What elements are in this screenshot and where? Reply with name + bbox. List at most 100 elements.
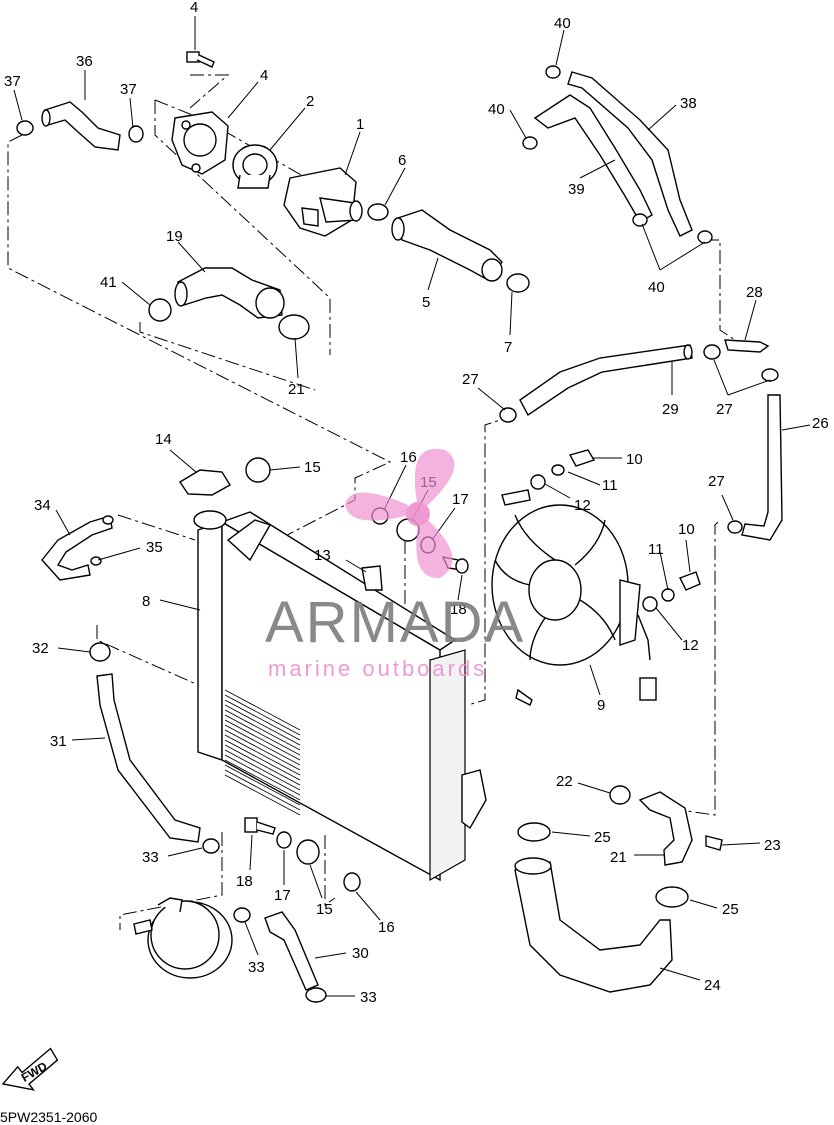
- callout-24: 24: [704, 977, 721, 994]
- callout-12-right: 12: [682, 637, 699, 654]
- washer-17-low: [276, 831, 292, 849]
- clamp-37-right: [128, 125, 144, 143]
- callout-17-low: 17: [274, 887, 291, 904]
- callout-18-low: 18: [236, 873, 253, 890]
- callout-19: 19: [166, 228, 183, 245]
- radiator-fin-line: [224, 724, 301, 766]
- callout-9: 9: [597, 697, 605, 714]
- callout-6: 6: [398, 152, 406, 169]
- callout-37-right: 37: [120, 81, 137, 98]
- callout-32: 32: [32, 640, 49, 657]
- callout-25-low: 25: [722, 901, 739, 918]
- watermark: ARMADA marine outboards: [265, 448, 525, 681]
- callout-40-mid: 40: [488, 101, 505, 118]
- hose-36: [41, 101, 121, 151]
- radiator-fin-line: [224, 709, 301, 751]
- clamp-27-low: [727, 520, 743, 534]
- callout-34: 34: [34, 497, 51, 514]
- pipe-38: [567, 71, 693, 237]
- thermostat-housing: [283, 167, 363, 237]
- radiator-fin-line: [224, 694, 301, 736]
- nut-11-top: [551, 464, 565, 476]
- clamp-33-b: [233, 907, 251, 923]
- clamp-41: [148, 298, 172, 322]
- clamp-40-right: [632, 213, 648, 227]
- clamp-33-a: [202, 838, 220, 854]
- pipe-39: [533, 94, 653, 223]
- callout-22: 22: [556, 773, 573, 790]
- fwd-arrow: FWD: [1, 1047, 59, 1091]
- clamp-27-left: [499, 407, 517, 423]
- radiator-fin-line: [224, 754, 301, 796]
- fitting-28: [724, 339, 779, 382]
- callout-35: 35: [146, 539, 163, 556]
- nut-12-top: [530, 474, 546, 490]
- clamp-20: [278, 314, 310, 340]
- radiator-fin-line: [224, 729, 301, 771]
- hose-5: [391, 209, 503, 282]
- callout-14: 14: [155, 431, 172, 448]
- callout-40-top: 40: [554, 15, 571, 32]
- radiator-fin-line: [224, 719, 301, 761]
- hose-24: [514, 857, 673, 993]
- radiator-fin-line: [224, 714, 301, 756]
- callout-numbers: 4 4 2 1 6 5 7 19 41 21 36 37 37 40 40 38…: [4, 0, 829, 1006]
- callout-36: 36: [76, 53, 93, 70]
- radiator-fin-line: [224, 734, 301, 776]
- clamp-40-mid: [522, 136, 538, 150]
- callout-29: 29: [662, 401, 679, 418]
- clamp-27-mid: [703, 344, 721, 360]
- watermark-title: ARMADA: [265, 590, 525, 655]
- radiator-fin-line: [224, 764, 301, 806]
- radiator: [193, 510, 487, 882]
- radiator-fin-line: [224, 749, 301, 791]
- callout-7: 7: [504, 339, 512, 356]
- callout-13: 13: [314, 547, 331, 564]
- bolt-18-low: [244, 817, 276, 835]
- radiator-fin-line: [224, 689, 301, 731]
- radiator-fin-line: [224, 774, 301, 816]
- clamp-7: [506, 273, 530, 293]
- callout-4: 4: [190, 0, 198, 16]
- callout-20: 21: [288, 381, 305, 398]
- radiator-fin-line: [224, 699, 301, 741]
- callout-39: 39: [568, 181, 585, 198]
- callout-31: 31: [50, 733, 67, 750]
- radiator-fin-line: [224, 759, 301, 801]
- cooling-fan: [491, 489, 657, 706]
- callout-12-top: 12: [574, 497, 591, 514]
- callout-25-top: 25: [594, 829, 611, 846]
- clip-35: [90, 515, 114, 566]
- callout-40-low: 40: [648, 279, 665, 296]
- clamp-25-top: [517, 822, 551, 842]
- callout-2: 2: [306, 93, 314, 110]
- callout-16-top: 16: [400, 449, 417, 466]
- thermostat: [232, 144, 278, 189]
- bolt-10-top: [568, 449, 596, 467]
- callout-33-a: 33: [142, 849, 159, 866]
- clamp-37-left: [16, 120, 34, 136]
- callout-30: 30: [352, 945, 369, 962]
- callout-37-left: 37: [4, 73, 21, 90]
- callout-33-c: 33: [360, 989, 377, 1006]
- radiator-fin-line: [224, 704, 301, 746]
- leader-lines: [13, 16, 811, 997]
- callout-8: 8: [142, 593, 150, 610]
- radiator-core-fins: [224, 689, 301, 816]
- hose-19: [174, 267, 285, 319]
- bracket-13: [361, 565, 383, 591]
- radiator-cap: [179, 469, 231, 496]
- nut-11-right: [661, 588, 675, 602]
- collar-16-low: [343, 872, 361, 892]
- callout-27-left: 27: [462, 371, 479, 388]
- callout-18-top: 18: [450, 601, 467, 618]
- hose-34: [41, 515, 113, 581]
- radiator-fin-line: [224, 769, 301, 811]
- callout-27-low: 27: [708, 473, 725, 490]
- callout-28: 28: [746, 284, 763, 301]
- drawing-code: 5PW2351-2060: [0, 1109, 98, 1125]
- thermostat-cover: [171, 111, 229, 175]
- radiator-fin-line: [224, 744, 301, 786]
- callout-23: 23: [764, 837, 781, 854]
- callout-33-b: 33: [248, 959, 265, 976]
